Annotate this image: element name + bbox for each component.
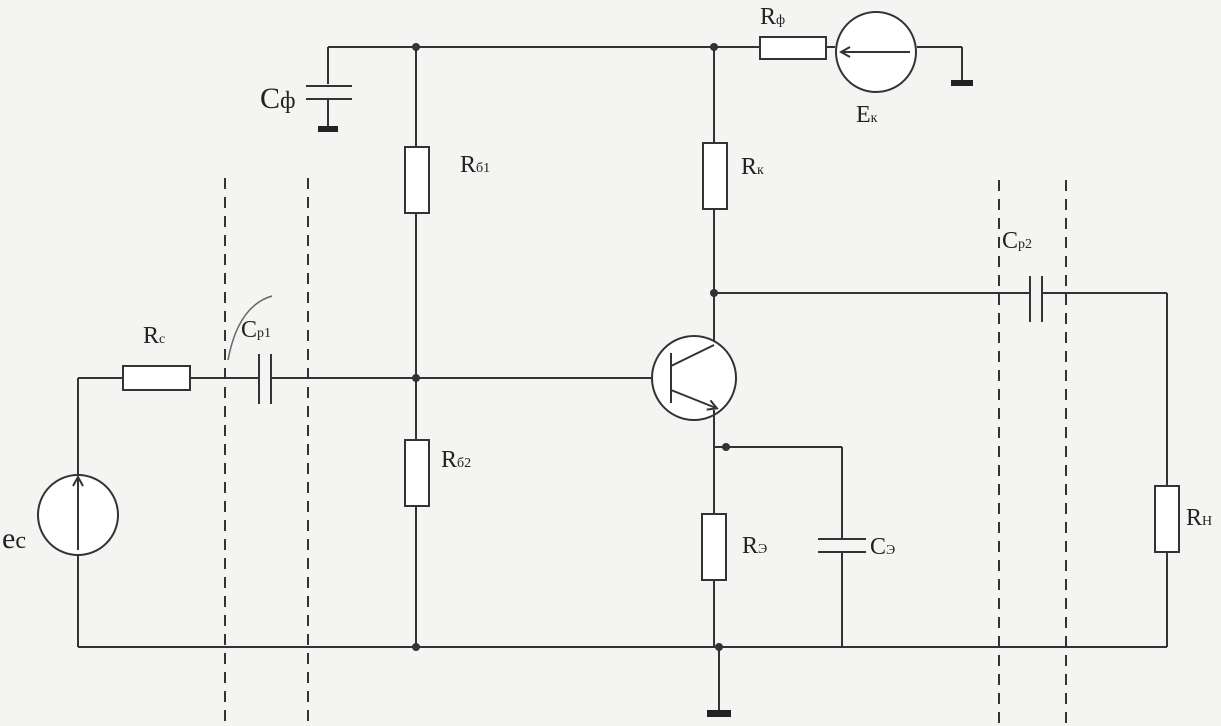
label-re: RЭ	[742, 533, 767, 559]
capacitor-cp2	[1029, 276, 1043, 322]
label-rb1: Rб1	[460, 152, 490, 178]
capacitor-cf	[306, 85, 352, 127]
label-ec: ec	[2, 522, 26, 555]
resistor-re	[701, 513, 727, 581]
label-ce: CЭ	[870, 534, 895, 560]
dashed-boundary-lines	[224, 178, 1067, 726]
ground-symbol-main	[707, 710, 731, 717]
label-rn: RН	[1186, 505, 1212, 531]
label-rf: Rф	[760, 4, 785, 30]
label-cp1: Cp1	[241, 317, 271, 343]
emitter-wires	[713, 446, 843, 647]
ground-symbol-cf	[318, 126, 338, 132]
cp1-arc-mark	[227, 295, 273, 361]
junction-nodes	[412, 43, 730, 651]
resistor-rf	[759, 36, 827, 60]
voltage-source-ek	[835, 11, 917, 93]
resistor-rn	[1154, 485, 1180, 553]
label-rb2: Rб2	[441, 447, 471, 473]
resistor-rb2	[404, 439, 430, 507]
ground-symbol-ek	[951, 80, 973, 86]
signal-source-ec	[37, 474, 119, 556]
label-cp2: Cp2	[1002, 228, 1032, 254]
resistor-rb1	[404, 146, 430, 214]
label-cf: Cф	[260, 82, 296, 115]
top-supply-rail	[327, 46, 963, 84]
capacitor-ce	[818, 538, 866, 553]
input-wires	[77, 377, 652, 647]
collector-wires	[713, 47, 1168, 647]
label-rk: Rк	[741, 154, 764, 180]
capacitor-cp1	[258, 354, 272, 404]
label-ek: Eк	[856, 102, 878, 128]
resistor-rc	[122, 365, 191, 391]
npn-transistor	[651, 335, 737, 447]
bottom-ground-rail	[78, 646, 1167, 710]
label-rc: Rc	[143, 323, 165, 349]
resistor-rk	[702, 142, 728, 210]
